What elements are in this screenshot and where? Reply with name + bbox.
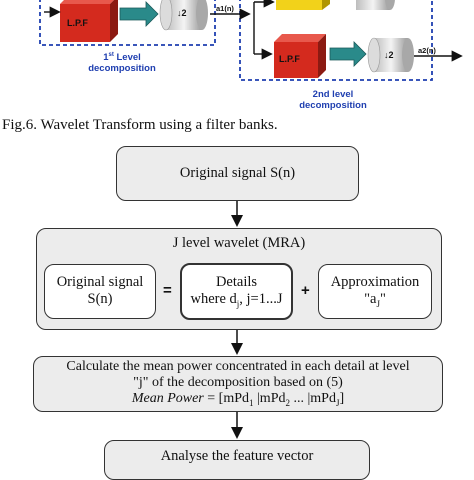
level2-label: 2nd level decomposition	[299, 89, 367, 111]
downsample-label-1: ↓2	[177, 8, 187, 18]
downsample-cylinder-2	[367, 37, 414, 73]
mean-line1: Calculate the mean power concentrated in…	[66, 359, 410, 374]
teal-arrow-2	[329, 41, 367, 67]
mean-line2: "j" of the decomposition based on (5)	[133, 375, 343, 390]
approx-line1: Approximation	[330, 274, 420, 290]
details-box: Details where dj, j=1...J	[180, 263, 293, 320]
downsample-label-2: ↓2	[384, 50, 394, 60]
analyse-text: Analyse the feature vector	[160, 448, 314, 464]
analyse-box: Analyse the feature vector	[104, 440, 370, 480]
details-line1: Details	[215, 274, 258, 290]
plus-sign: +	[301, 282, 310, 299]
orig-signal-inner-box: Original signal S(n)	[44, 264, 156, 319]
level2-dashed-box	[239, 0, 433, 81]
orig-line1: Original signal	[56, 274, 144, 290]
approx-line2: "aJ"	[364, 291, 386, 309]
lpf-block-1	[60, 0, 118, 42]
lpf-label-1: L.P.F	[67, 18, 88, 28]
mean-formula: Mean Power = [mPd1 |mPd2 ... |mPdJ]	[131, 391, 345, 408]
hpf-block-yellow	[276, 0, 330, 10]
details-line2: where dj, j=1...J	[190, 291, 283, 309]
downsample-cylinder-1	[159, 0, 208, 31]
teal-arrow-1	[119, 1, 159, 27]
original-signal-text: Original signal S(n)	[179, 165, 296, 181]
original-signal-box: Original signal S(n)	[116, 146, 359, 201]
equals-sign: =	[163, 282, 172, 299]
approximation-box: Approximation "aJ"	[318, 264, 432, 319]
figure-caption: Fig.6. Wavelet Transform using a filter …	[2, 117, 278, 133]
mean-power-box: Calculate the mean power concentrated in…	[33, 356, 443, 412]
mra-title: J level wavelet (MRA)	[172, 235, 306, 251]
level1-dashed-box	[39, 0, 216, 46]
orig-line2: S(n)	[87, 291, 113, 307]
a1-label: a1(n)	[216, 4, 234, 13]
downsample-cylinder-top	[356, 0, 395, 10]
a2-label: a2(n)	[418, 46, 436, 55]
level1-label: 1st Level decomposition	[88, 52, 156, 75]
lpf-block-2	[274, 34, 326, 78]
lpf-label-2: L.P.F	[279, 54, 300, 64]
